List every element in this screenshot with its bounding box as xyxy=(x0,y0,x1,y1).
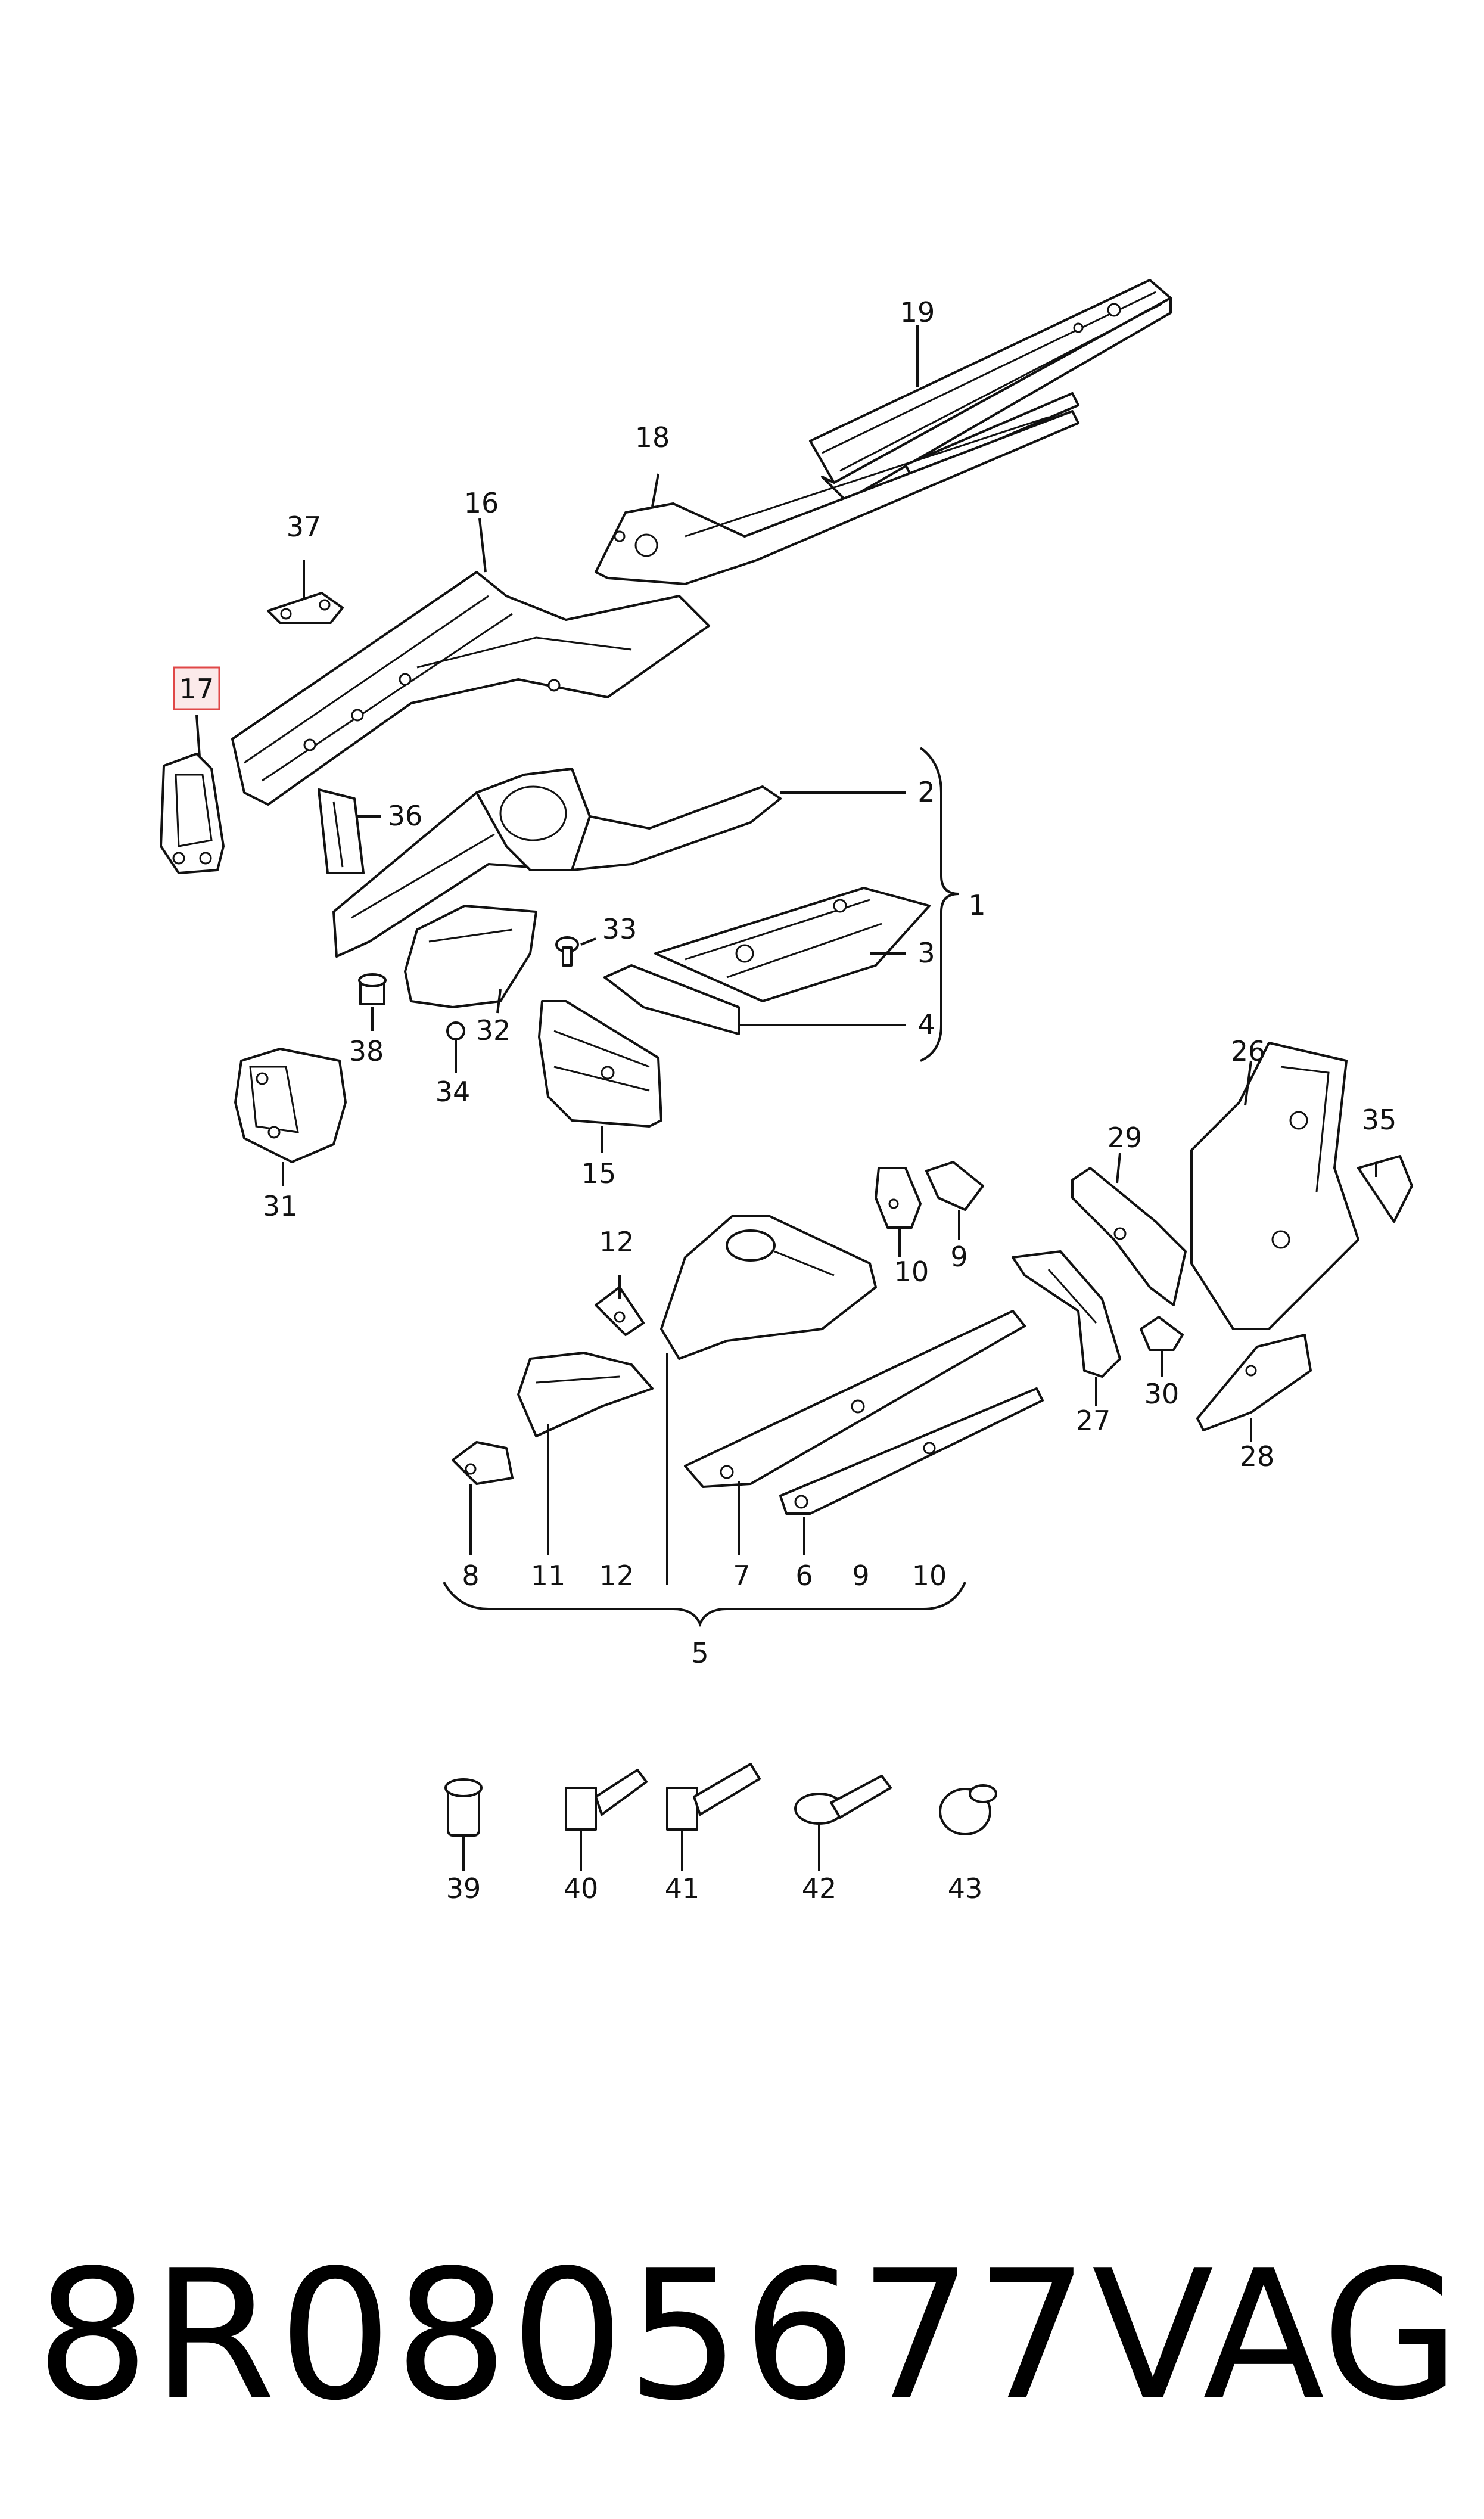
leader-lines xyxy=(195,325,1377,1871)
callout-10-bottom[interactable]: 10 xyxy=(912,1560,947,1592)
part-12-bracket[interactable] xyxy=(595,1286,645,1336)
part-19-side-sill[interactable] xyxy=(809,279,1172,502)
callout-9-top[interactable]: 9 xyxy=(950,1241,967,1273)
callout-12-bottom[interactable]: 12 xyxy=(599,1560,634,1592)
callout-9-bottom[interactable]: 9 xyxy=(852,1560,869,1592)
callout-1[interactable]: 1 xyxy=(968,889,985,921)
callout-38[interactable]: 38 xyxy=(349,1035,384,1067)
callout-17[interactable]: 17 xyxy=(179,673,214,705)
part-33-bolt[interactable] xyxy=(555,936,579,967)
part-39-rivet-nut[interactable] xyxy=(444,1778,483,1837)
callout-29[interactable]: 29 xyxy=(1107,1122,1143,1154)
part-37-bracket[interactable] xyxy=(267,592,344,624)
callout-34[interactable]: 34 xyxy=(435,1076,471,1108)
callout-31[interactable]: 31 xyxy=(263,1190,298,1222)
part-43-cap[interactable] xyxy=(939,1784,997,1835)
callout-12-top[interactable]: 12 xyxy=(599,1226,634,1258)
callout-19[interactable]: 19 xyxy=(900,296,935,328)
part-number: 8R0805677 xyxy=(36,2232,1091,2440)
group-5-brace xyxy=(443,1582,966,1627)
callout-40[interactable]: 40 xyxy=(564,1872,599,1905)
callout-4[interactable]: 4 xyxy=(917,1008,935,1040)
callout-3[interactable]: 3 xyxy=(917,937,935,969)
part-18-inner-sill[interactable] xyxy=(595,410,1079,585)
part-6-cross-bar[interactable] xyxy=(779,1387,1044,1515)
callout-7[interactable]: 7 xyxy=(733,1560,750,1592)
part-36-closing-plate[interactable] xyxy=(318,788,365,874)
callout-2[interactable]: 2 xyxy=(917,776,935,808)
callout-15[interactable]: 15 xyxy=(581,1157,617,1189)
callout-39[interactable]: 39 xyxy=(446,1872,481,1905)
part-2-floor-front[interactable] xyxy=(332,768,782,958)
part-29-reinforcement[interactable] xyxy=(1071,1167,1187,1306)
callout-43[interactable]: 43 xyxy=(948,1872,983,1905)
callout-27[interactable]: 27 xyxy=(1076,1405,1111,1437)
part-35-plate[interactable] xyxy=(1357,1155,1413,1223)
callout-33[interactable]: 33 xyxy=(602,913,637,945)
callout-8[interactable]: 8 xyxy=(462,1560,479,1592)
callout-16[interactable]: 16 xyxy=(464,487,499,519)
part-7-cross-bar[interactable] xyxy=(684,1310,1026,1488)
footer: 8R0805677 VAG xyxy=(0,2217,1484,2455)
part-38-nut[interactable] xyxy=(358,973,387,1005)
brand-name: VAG xyxy=(1091,2232,1460,2440)
callout-labels: 19 18 16 37 17 36 2 1 3 4 33 38 32 34 15… xyxy=(179,296,1397,1905)
callout-35[interactable]: 35 xyxy=(1362,1104,1397,1136)
callout-32[interactable]: 32 xyxy=(476,1014,511,1046)
part-9-bracket[interactable] xyxy=(925,1161,984,1211)
callout-30[interactable]: 30 xyxy=(1144,1378,1180,1410)
callout-6[interactable]: 6 xyxy=(795,1560,813,1592)
part-31-mount-block[interactable] xyxy=(234,1048,347,1163)
part-30-pad[interactable] xyxy=(1140,1316,1184,1351)
part-42-rivet[interactable] xyxy=(794,1775,892,1825)
part-41-bolt[interactable] xyxy=(666,1763,761,1831)
callout-11[interactable]: 11 xyxy=(531,1560,566,1592)
part-10-bracket[interactable] xyxy=(875,1167,922,1229)
part-32-wheel-house[interactable] xyxy=(404,905,537,1008)
part-27-curved-rail[interactable] xyxy=(1012,1250,1121,1378)
part-16-longitudinal-member[interactable] xyxy=(231,571,710,806)
callout-42[interactable]: 42 xyxy=(802,1872,837,1905)
part-8-plate[interactable] xyxy=(452,1441,514,1485)
callout-26[interactable]: 26 xyxy=(1231,1035,1266,1067)
callout-5[interactable]: 5 xyxy=(691,1637,708,1669)
callout-28[interactable]: 28 xyxy=(1240,1440,1275,1473)
callout-36[interactable]: 36 xyxy=(388,800,423,832)
part-28-bracket[interactable] xyxy=(1196,1334,1312,1431)
callout-18[interactable]: 18 xyxy=(635,421,670,454)
part-3-floor-pan[interactable] xyxy=(654,887,931,1002)
highlight-box-17 xyxy=(173,666,220,710)
callout-37[interactable]: 37 xyxy=(287,511,322,543)
part-4-floor-strip[interactable] xyxy=(603,964,740,1035)
part-26-pillar[interactable] xyxy=(1190,1042,1359,1330)
part-15-mount-bracket[interactable] xyxy=(538,1000,662,1128)
part-5-crossmember[interactable] xyxy=(660,1215,877,1360)
part-11-arm[interactable] xyxy=(517,1352,654,1437)
part-17-bracket[interactable] xyxy=(160,753,225,874)
group-1-brace xyxy=(919,747,960,1062)
callout-10-top[interactable]: 10 xyxy=(894,1256,929,1288)
part-40-bolt[interactable] xyxy=(565,1769,648,1831)
part-34-clip[interactable] xyxy=(446,1021,465,1040)
callout-41[interactable]: 41 xyxy=(665,1872,700,1905)
